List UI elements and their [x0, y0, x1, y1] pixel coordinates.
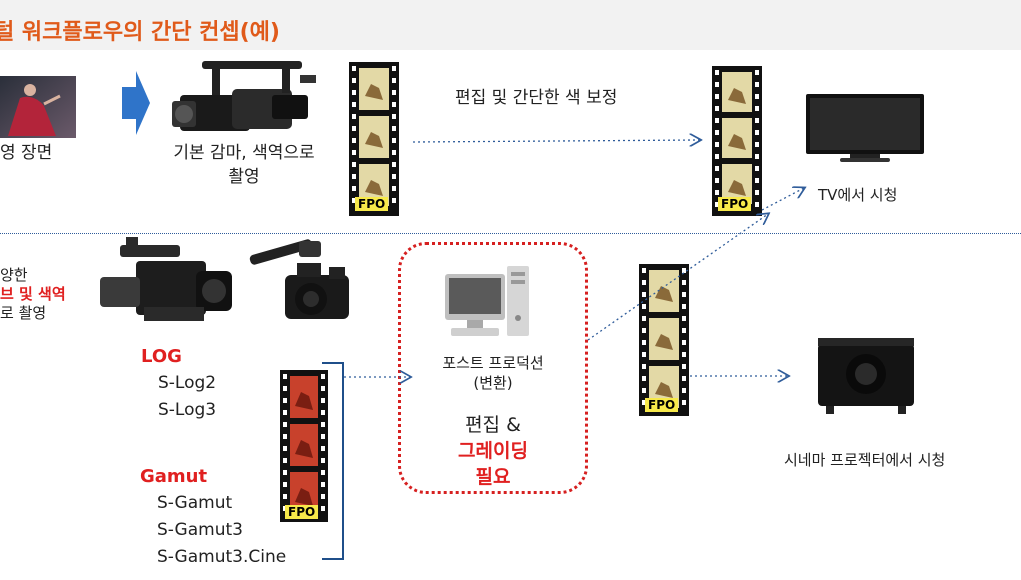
post-label-line2: (변환)	[473, 374, 513, 392]
arrow-to-tv	[761, 188, 804, 211]
grading-label-line1: 그레이딩	[458, 440, 528, 462]
gamut-heading: Gamut	[140, 466, 208, 487]
tv-icon	[806, 94, 924, 162]
log-item-1: S-Log2	[158, 373, 217, 393]
tv-label: TV에서 시청	[818, 186, 898, 204]
post-production-box	[398, 242, 588, 494]
scene-label: 영 장면	[0, 143, 53, 163]
film-strip-middle	[639, 264, 689, 416]
gamut-item-3: S-Gamut3.Cine	[157, 547, 287, 567]
post-label-line1: 포스트 프로덕션	[442, 354, 544, 372]
film-strip-red	[280, 370, 328, 522]
row-divider	[0, 233, 1021, 234]
cinema-camera-icon	[100, 237, 232, 321]
fpo-tag-red: FPO	[285, 505, 319, 519]
fpo-tag-middle: FPO	[645, 398, 679, 412]
edit-label: 편집 및 간단한 색 보정	[455, 88, 618, 108]
cinema-projector-icon	[818, 338, 914, 414]
bracket	[322, 362, 344, 560]
camera-label-line1: 기본 감마, 색역으로	[173, 143, 315, 163]
film-strip-top-left	[349, 62, 399, 216]
camera-label-line2: 촬영	[228, 167, 260, 187]
fpo-tag-top-left: FPO	[355, 197, 389, 211]
gamut-item-1: S-Gamut	[157, 493, 233, 513]
mirrorless-camera-icon	[249, 239, 349, 319]
page-title: 털 워크플로우의 간단 컨셉(예)	[0, 20, 280, 45]
cinema-label: 시네마 프로젝터에서 시청	[784, 451, 946, 469]
grading-label-line2: 필요	[475, 466, 511, 488]
camcorder-icon	[172, 61, 316, 131]
right-arrow-icon	[122, 71, 150, 135]
log-item-2: S-Log3	[158, 400, 217, 420]
shoot-label-line1: 양한	[0, 266, 28, 284]
gamut-item-2: S-Gamut3	[157, 520, 243, 540]
shoot-label-line3: 로 촬영	[0, 304, 47, 322]
computer-icon	[445, 266, 529, 336]
fpo-tag-top-right: FPO	[718, 197, 752, 211]
log-heading: LOG	[141, 346, 182, 367]
title-band: 털 워크플로우의 간단 컨셉(예)	[0, 0, 1021, 50]
scene-photo	[0, 76, 76, 138]
film-strip-top-right	[712, 66, 762, 216]
edit-amp-label: 편집 &	[465, 414, 521, 436]
arrow-top-edit	[412, 140, 700, 142]
shoot-label-line2: 브 및 색역	[0, 285, 66, 303]
